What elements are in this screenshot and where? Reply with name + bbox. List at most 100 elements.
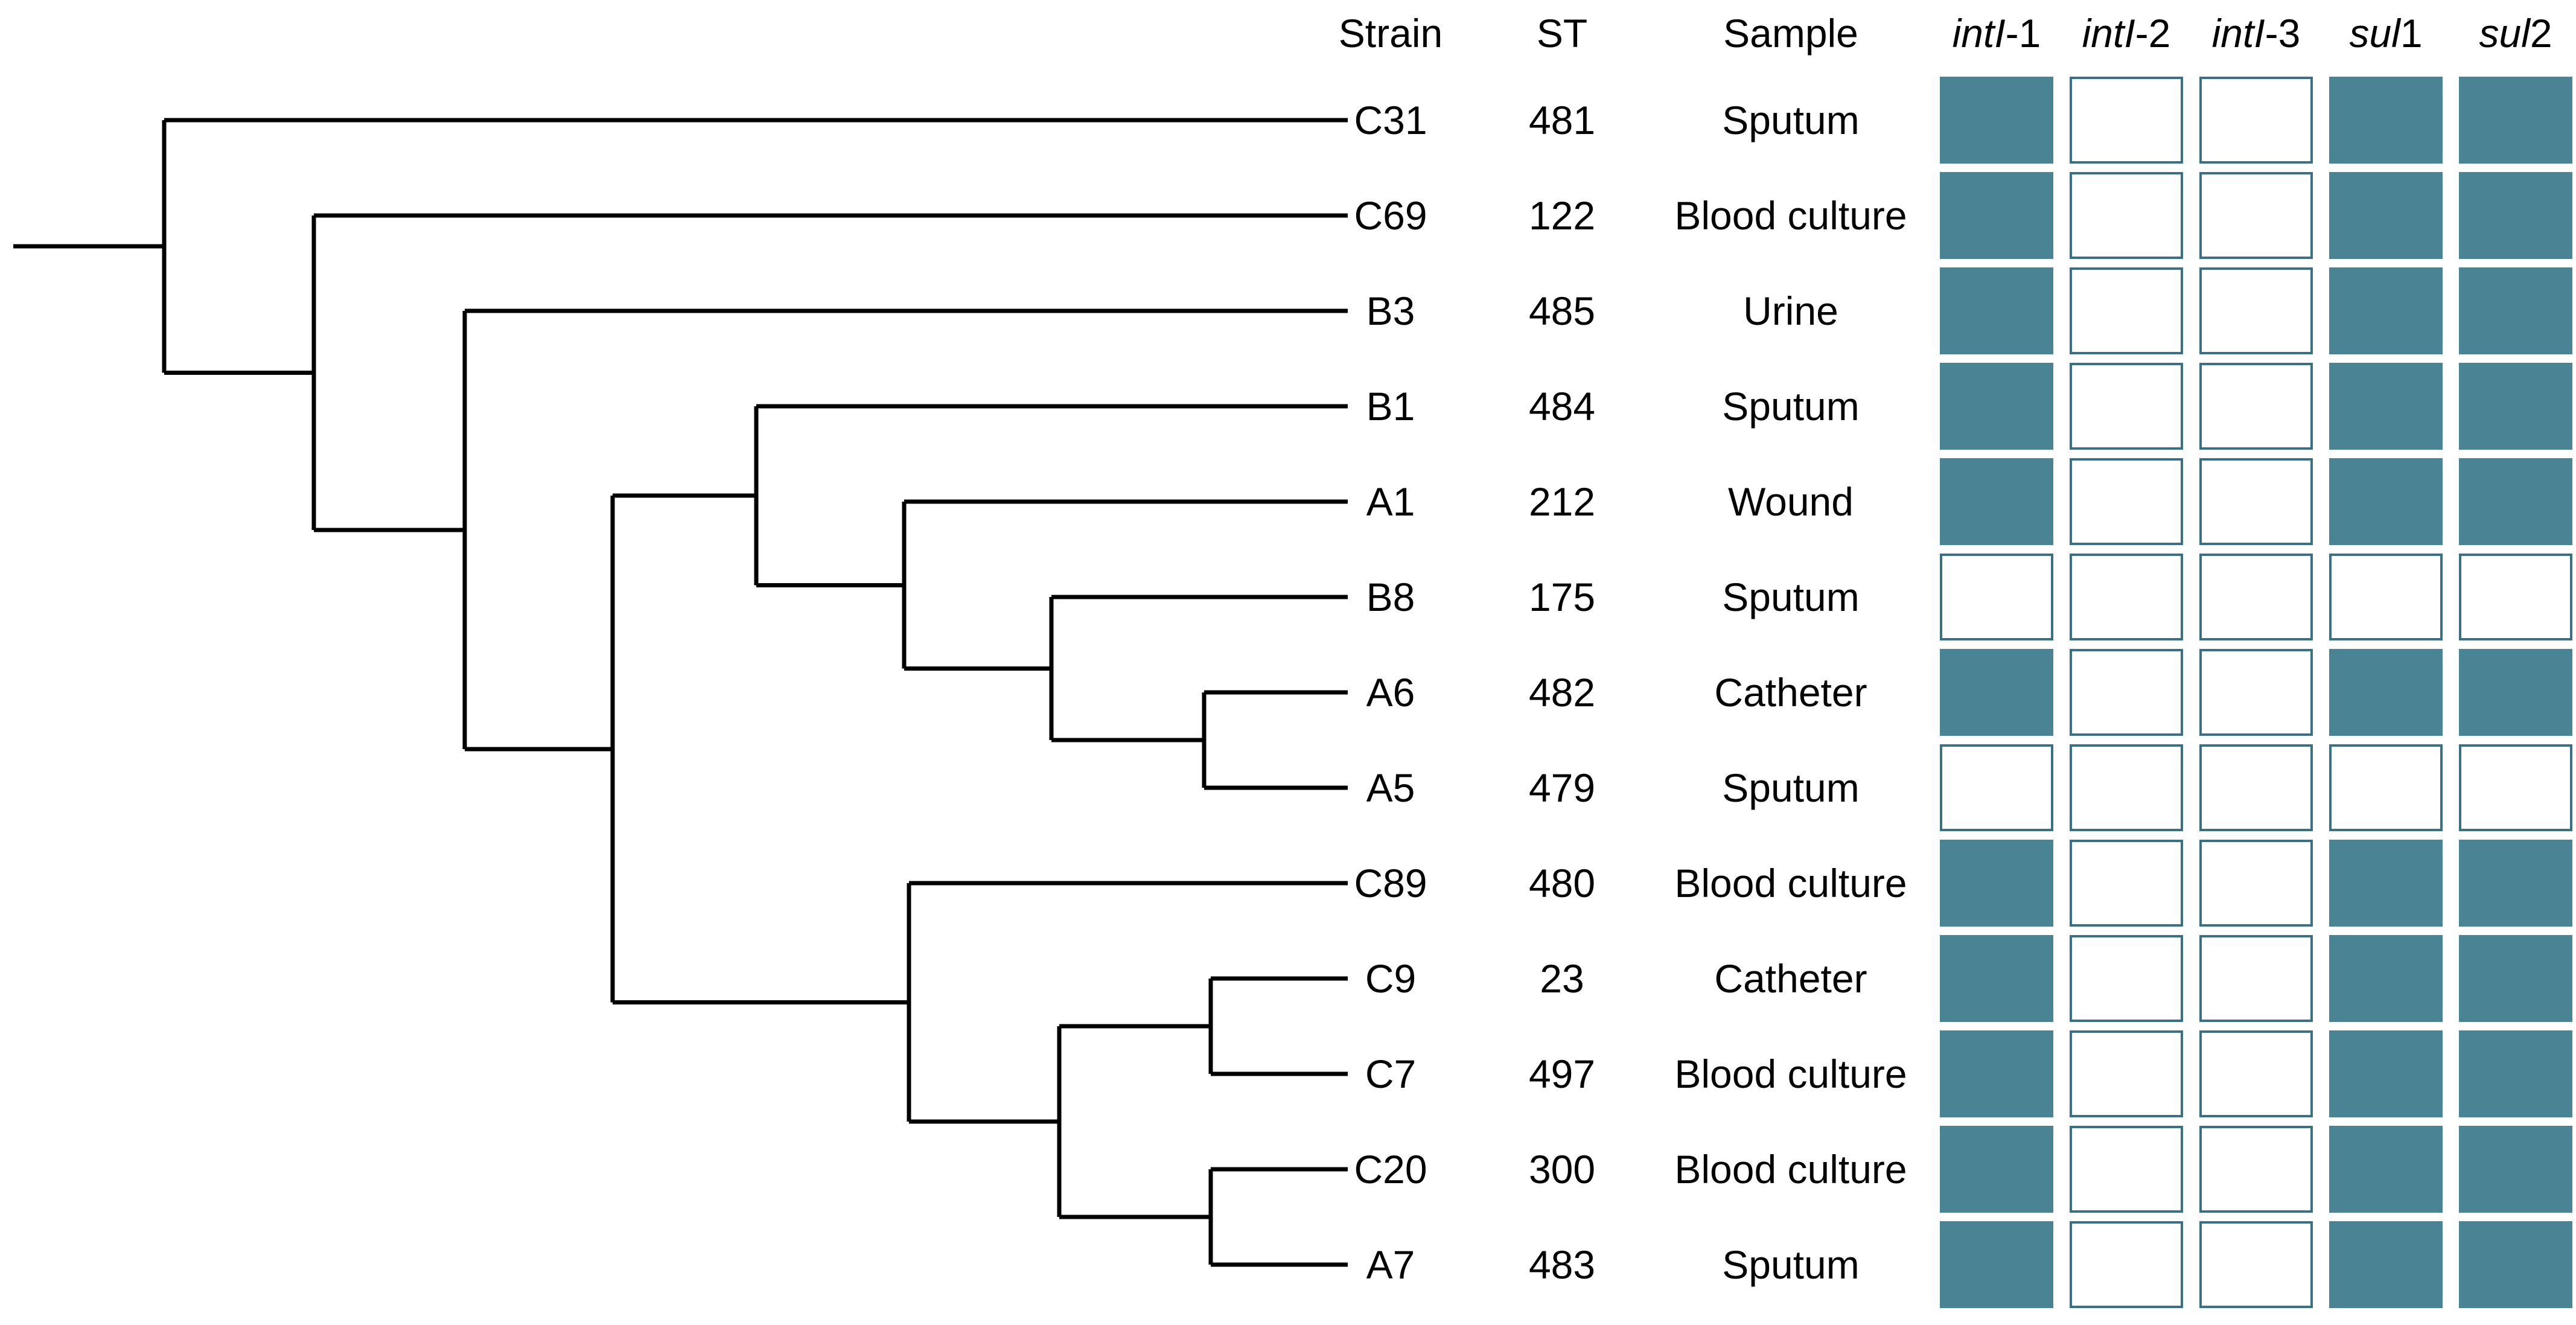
- gene-name-suffix: -3: [2265, 11, 2301, 56]
- column-header-inti-2: intI-2: [2082, 13, 2171, 53]
- strain-label: A1: [1366, 479, 1415, 524]
- gene-cell-a1-inti-2: [2070, 458, 2183, 545]
- gene-cell-a6-inti-3: [2199, 649, 2313, 736]
- gene-cell-c9-inti-3: [2199, 935, 2313, 1022]
- sample-label: Blood culture: [1674, 193, 1907, 238]
- column-header-sample: Sample: [1723, 11, 1858, 56]
- sample-label: Sputum: [1722, 384, 1860, 429]
- gene-name-italic: intI: [2211, 11, 2265, 56]
- gene-cell-a5-inti-2: [2070, 744, 2183, 831]
- gene-cell-c31-inti-2: [2070, 77, 2183, 164]
- gene-cell-b3-inti-2: [2070, 267, 2183, 354]
- gene-cell-b1-inti-1: [1940, 363, 2053, 450]
- st-value: 479: [1528, 765, 1596, 810]
- gene-name-suffix: -2: [2135, 11, 2171, 56]
- gene-cell-c9-sul2: [2459, 935, 2572, 1022]
- gene-cell-b8-inti-1: [1940, 554, 2053, 640]
- gene-cell-c69-sul1: [2329, 172, 2443, 259]
- gene-cell-b3-sul1: [2329, 267, 2443, 354]
- gene-cell-c9-inti-2: [2070, 935, 2183, 1022]
- sample-label: Sputum: [1722, 98, 1860, 142]
- gene-cell-a7-inti-3: [2199, 1221, 2313, 1308]
- strain-label: C69: [1354, 193, 1427, 238]
- gene-cell-c20-inti-2: [2070, 1126, 2183, 1213]
- sample-label: Wound: [1728, 479, 1854, 524]
- strain-label: C89: [1354, 861, 1427, 905]
- gene-cell-a7-inti-1: [1940, 1221, 2053, 1308]
- gene-cell-c7-inti-1: [1940, 1030, 2053, 1117]
- gene-cell-a5-inti-3: [2199, 744, 2313, 831]
- sample-label: Sputum: [1722, 575, 1860, 619]
- gene-name-italic: sul: [2479, 11, 2530, 56]
- gene-cell-a1-sul2: [2459, 458, 2572, 545]
- gene-cell-a7-sul1: [2329, 1221, 2443, 1308]
- sample-label: Blood culture: [1674, 861, 1907, 905]
- gene-cell-b1-inti-3: [2199, 363, 2313, 450]
- st-value: 175: [1528, 575, 1596, 619]
- column-header-strain: Strain: [1338, 11, 1443, 56]
- st-value: 497: [1528, 1052, 1596, 1096]
- gene-cell-b8-inti-2: [2070, 554, 2183, 640]
- gene-cell-a6-inti-1: [1940, 649, 2053, 736]
- st-value: 212: [1528, 479, 1596, 524]
- st-value: 485: [1528, 289, 1596, 333]
- column-header-st: ST: [1536, 11, 1588, 56]
- gene-name-suffix: 2: [2530, 11, 2552, 56]
- gene-cell-a1-sul1: [2329, 458, 2443, 545]
- gene-cell-c7-sul1: [2329, 1030, 2443, 1117]
- gene-cell-a6-sul2: [2459, 649, 2572, 736]
- sample-label: Blood culture: [1674, 1147, 1907, 1192]
- gene-cell-c7-inti-2: [2070, 1030, 2183, 1117]
- gene-cell-c89-sul2: [2459, 840, 2572, 927]
- gene-cell-c89-inti-1: [1940, 840, 2053, 927]
- gene-cell-c31-sul2: [2459, 77, 2572, 164]
- sample-label: Catheter: [1714, 670, 1867, 715]
- st-value: 23: [1540, 956, 1584, 1001]
- strain-label: C20: [1354, 1147, 1427, 1192]
- gene-cell-c89-inti-2: [2070, 840, 2183, 927]
- gene-cell-c7-sul2: [2459, 1030, 2572, 1117]
- st-value: 480: [1528, 861, 1596, 905]
- gene-cell-c20-inti-3: [2199, 1126, 2313, 1213]
- sample-label: Blood culture: [1674, 1052, 1907, 1096]
- gene-cell-c20-sul2: [2459, 1126, 2572, 1213]
- sample-label: Sputum: [1722, 1242, 1860, 1287]
- strain-label: A6: [1366, 670, 1415, 715]
- sample-label: Catheter: [1714, 956, 1867, 1001]
- column-header-inti-1: intI-1: [1953, 13, 2041, 53]
- st-value: 300: [1528, 1147, 1596, 1192]
- gene-cell-a7-inti-2: [2070, 1221, 2183, 1308]
- gene-cell-c69-inti-1: [1940, 172, 2053, 259]
- st-value: 122: [1528, 193, 1596, 238]
- st-value: 482: [1528, 670, 1596, 715]
- strain-label: C7: [1365, 1052, 1417, 1096]
- st-value: 484: [1528, 384, 1596, 429]
- gene-cell-c69-inti-2: [2070, 172, 2183, 259]
- sample-label: Sputum: [1722, 765, 1860, 810]
- gene-cell-a6-inti-2: [2070, 649, 2183, 736]
- column-header-sul1: sul1: [2349, 13, 2422, 53]
- gene-cell-b8-inti-3: [2199, 554, 2313, 640]
- gene-cell-c69-sul2: [2459, 172, 2572, 259]
- gene-name-italic: sul: [2349, 11, 2400, 56]
- sample-label: Urine: [1743, 289, 1838, 333]
- gene-cell-b8-sul1: [2329, 554, 2443, 640]
- gene-cell-b3-sul2: [2459, 267, 2572, 354]
- gene-cell-c20-inti-1: [1940, 1126, 2053, 1213]
- gene-name-suffix: 1: [2400, 11, 2423, 56]
- gene-cell-a5-sul2: [2459, 744, 2572, 831]
- gene-cell-a5-sul1: [2329, 744, 2443, 831]
- gene-cell-c31-sul1: [2329, 77, 2443, 164]
- gene-name-suffix: -1: [2005, 11, 2041, 56]
- st-value: 481: [1528, 98, 1596, 142]
- gene-cell-c7-inti-3: [2199, 1030, 2313, 1117]
- strain-label: C9: [1365, 956, 1417, 1001]
- gene-cell-c69-inti-3: [2199, 172, 2313, 259]
- gene-cell-c31-inti-1: [1940, 77, 2053, 164]
- gene-name-italic: intI: [1952, 11, 2006, 56]
- gene-cell-c9-sul1: [2329, 935, 2443, 1022]
- gene-cell-b1-sul1: [2329, 363, 2443, 450]
- gene-cell-c31-inti-3: [2199, 77, 2313, 164]
- strain-label: A5: [1366, 765, 1415, 810]
